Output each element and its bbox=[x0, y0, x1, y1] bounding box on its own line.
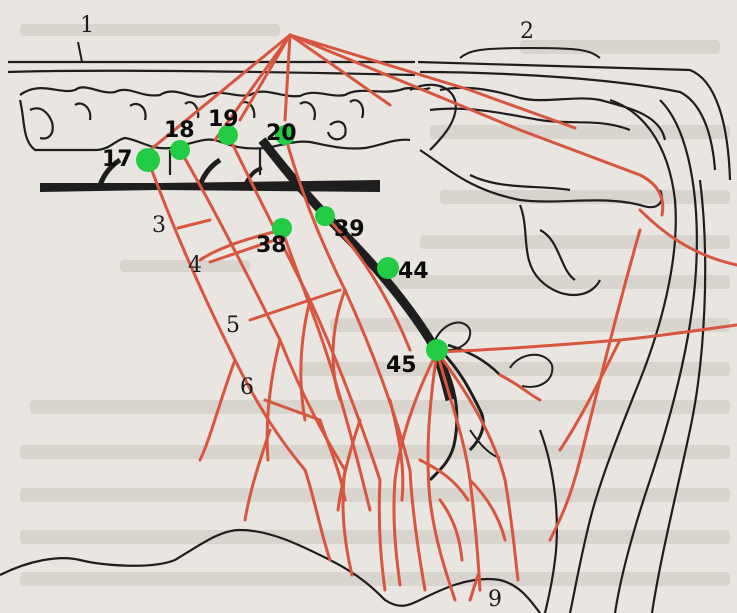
label-2: 2 bbox=[520, 19, 534, 44]
marker-dot-39 bbox=[315, 206, 335, 226]
label-4: 4 bbox=[188, 253, 202, 278]
marker-label-39: 39 bbox=[334, 217, 365, 242]
marker-label-20: 20 bbox=[266, 121, 297, 146]
label-5: 5 bbox=[226, 313, 240, 338]
marker-label-17: 17 bbox=[102, 147, 133, 172]
label-3: 3 bbox=[152, 213, 166, 238]
marker-dot-17 bbox=[136, 148, 160, 172]
label-1: 1 bbox=[80, 13, 94, 38]
marker-dot-45 bbox=[426, 339, 448, 361]
marker-dot-18 bbox=[170, 140, 190, 160]
marker-label-45: 45 bbox=[386, 353, 417, 378]
marker-dot-44 bbox=[377, 257, 399, 279]
marker-label-19: 19 bbox=[208, 107, 239, 132]
marker-label-38: 38 bbox=[256, 233, 287, 258]
marker-label-18: 18 bbox=[164, 118, 195, 143]
label-9: 9 bbox=[488, 587, 502, 612]
marker-label-44: 44 bbox=[398, 259, 429, 284]
label-6: 6 bbox=[240, 375, 254, 400]
